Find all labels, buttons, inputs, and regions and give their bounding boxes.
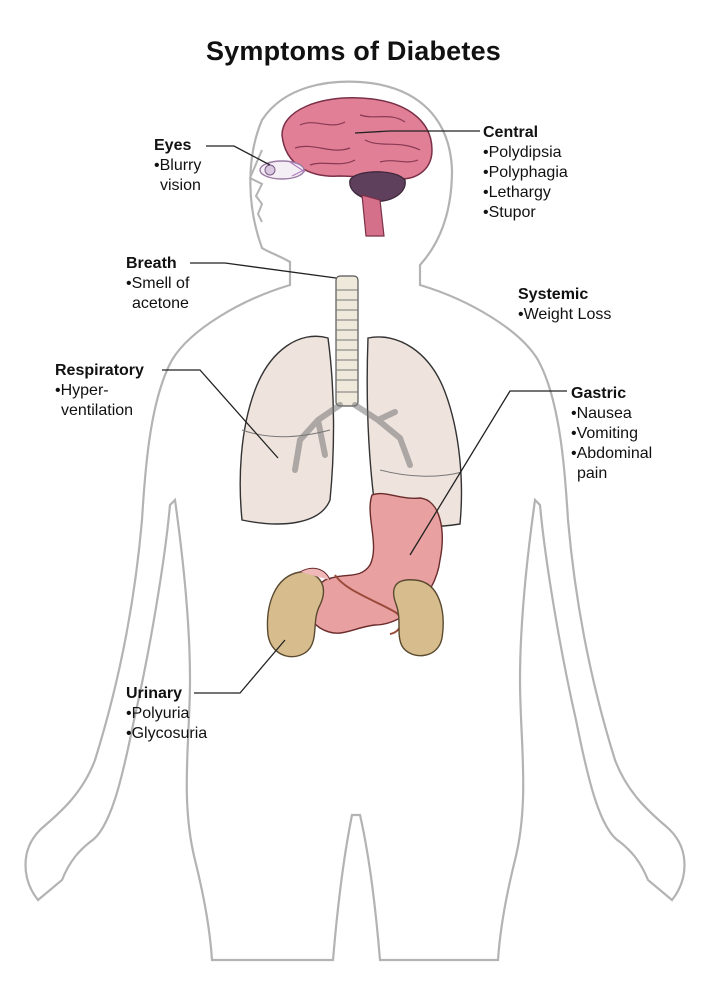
label-breath-item: •Smell of bbox=[126, 275, 190, 292]
label-eyes-item: vision bbox=[160, 177, 201, 194]
label-gastric-item: pain bbox=[577, 465, 608, 482]
label-central-item: •Polydipsia bbox=[483, 144, 562, 161]
leader-eyes bbox=[206, 145, 271, 166]
label-gastric-item: •Abdominal bbox=[571, 445, 653, 462]
label-respiratory-item: ventilation bbox=[61, 402, 134, 419]
face-profile bbox=[248, 149, 264, 223]
label-breath: Breath •Smell of acetone bbox=[126, 254, 189, 314]
label-respiratory: Respiratory •Hyper- ventilation bbox=[55, 361, 144, 421]
leader-breath bbox=[190, 262, 337, 279]
label-systemic-item: •Weight Loss bbox=[518, 306, 612, 323]
page-title: Symptoms of Diabetes bbox=[205, 36, 502, 66]
eye-icon bbox=[259, 160, 306, 180]
label-gastric-heading: Gastric bbox=[571, 385, 627, 402]
label-systemic: Systemic •Weight Loss bbox=[518, 285, 611, 325]
label-breath-item: acetone bbox=[132, 295, 189, 312]
lungs-icon bbox=[239, 335, 463, 528]
leader-lines bbox=[162, 130, 567, 694]
label-gastric-item: •Vomiting bbox=[571, 425, 638, 442]
label-systemic-heading: Systemic bbox=[518, 286, 589, 303]
leader-urinary bbox=[194, 639, 286, 694]
label-central-item: •Stupor bbox=[483, 204, 536, 221]
label-central-item: •Polyphagia bbox=[483, 164, 568, 181]
label-urinary-heading: Urinary bbox=[126, 685, 183, 702]
body-outline bbox=[24, 80, 686, 962]
label-eyes-heading: Eyes bbox=[154, 137, 192, 154]
brain-icon bbox=[281, 97, 433, 237]
label-gastric-item: •Nausea bbox=[571, 405, 632, 422]
label-respiratory-item: •Hyper- bbox=[55, 382, 109, 399]
leader-gastric bbox=[409, 390, 567, 556]
label-breath-heading: Breath bbox=[126, 255, 177, 272]
label-eyes-item: •Blurry bbox=[154, 157, 202, 174]
label-respiratory-heading: Respiratory bbox=[55, 362, 144, 379]
label-urinary: Urinary •Polyuria •Glycosuria bbox=[126, 684, 207, 744]
label-central: Central •Polydipsia •Polyphagia •Letharg… bbox=[483, 123, 568, 223]
leader-central bbox=[354, 130, 480, 134]
label-eyes: Eyes •Blurry vision bbox=[154, 136, 201, 196]
label-gastric: Gastric •Nausea •Vomiting •Abdominal pai… bbox=[571, 384, 652, 484]
label-central-item: •Lethargy bbox=[483, 184, 551, 201]
label-urinary-item: •Polyuria bbox=[126, 705, 190, 722]
label-central-heading: Central bbox=[483, 124, 539, 141]
leader-respiratory bbox=[162, 369, 279, 459]
kidney-icon bbox=[266, 567, 444, 658]
label-urinary-item: •Glycosuria bbox=[126, 725, 208, 742]
trachea-icon bbox=[335, 275, 359, 407]
